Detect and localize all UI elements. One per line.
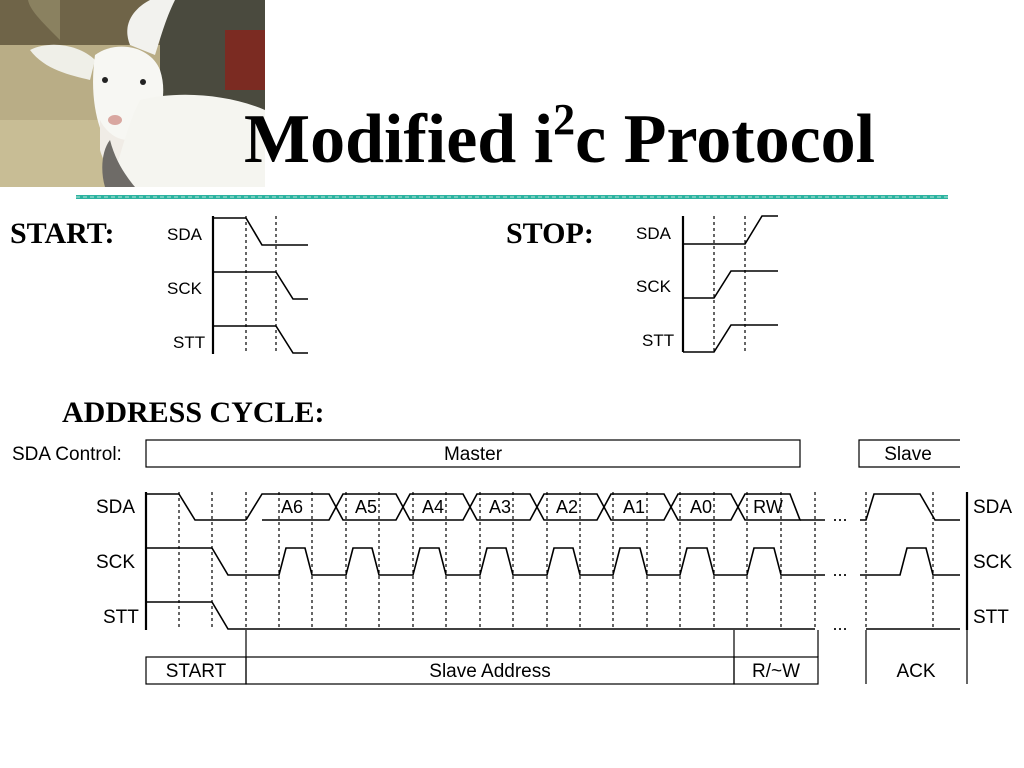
start-heading: START:: [10, 217, 115, 250]
ac-left-sda: SDA: [96, 497, 135, 518]
stop-diagram: STOP: SDA SCK STT: [506, 215, 778, 353]
ac-left-stt: STT: [103, 607, 139, 628]
slave-label: Slave: [884, 444, 932, 465]
slide-title: Modified i2c Protocol: [244, 95, 875, 178]
start-signal-sck: SCK: [167, 279, 203, 298]
stop-signal-sda: SDA: [636, 224, 672, 243]
stop-sck-wave: [683, 270, 778, 299]
bit-a1: A1: [623, 497, 645, 517]
goat-photo: [0, 0, 265, 187]
sda-control-label: SDA Control:: [12, 444, 122, 465]
bit-a4: A4: [422, 497, 444, 517]
start-signal-stt: STT: [173, 333, 205, 352]
ellipsis-sck: ...: [832, 560, 847, 580]
stop-signal-sck: SCK: [636, 277, 672, 296]
ellipsis-sda: ...: [832, 505, 847, 525]
master-label: Master: [444, 444, 503, 465]
phase-ack-label: ACK: [896, 661, 935, 682]
phase-rw-box: [733, 656, 819, 685]
start-diagram: START: SDA SCK STT: [10, 216, 308, 354]
ac-left-sck: SCK: [96, 552, 135, 573]
master-box: [145, 439, 801, 468]
address-cycle-diagram: SDA Control: Master Slave SDA SCK STT SD…: [12, 439, 1012, 685]
phase-start-label: START: [166, 661, 227, 682]
ac-right-stt: STT: [973, 607, 1009, 628]
ac-right-sda: SDA: [973, 497, 1012, 518]
ac-sda-bus: [245, 493, 825, 521]
stop-stt-wave: [683, 324, 778, 353]
stop-sda-wave: [683, 215, 778, 245]
ac-sck-ack-wave: [860, 547, 960, 576]
bit-rw: RW: [753, 497, 783, 517]
ac-right-sck: SCK: [973, 552, 1012, 573]
start-stt-wave: [213, 325, 308, 354]
bit-a3: A3: [489, 497, 511, 517]
ac-sck-wave: [146, 547, 825, 576]
address-cycle-heading: ADDRESS CYCLE:: [62, 396, 325, 429]
phase-boxes: START Slave Address R/~W ACK: [145, 630, 968, 685]
bit-a0: A0: [690, 497, 712, 517]
phase-rw-label: R/~W: [752, 661, 800, 682]
ellipsis-stt: ...: [832, 614, 847, 634]
start-sda-wave: [213, 217, 308, 246]
phase-address-label: Slave Address: [429, 661, 550, 682]
slave-box: [858, 439, 960, 468]
start-signal-sda: SDA: [167, 225, 203, 244]
ac-dash-guides: [178, 492, 934, 630]
stop-heading: STOP:: [506, 217, 594, 250]
bit-a6: A6: [281, 497, 303, 517]
bit-a5: A5: [355, 497, 377, 517]
ac-stt-wave: [146, 601, 815, 630]
ac-bit-labels: A6 A5 A4 A3 A2 A1 A0 RW: [281, 497, 783, 517]
ac-sda-ack-wave: [860, 493, 960, 521]
stop-signal-stt: STT: [642, 331, 674, 350]
bit-a2: A2: [556, 497, 578, 517]
ac-sda-start-wave: [146, 493, 246, 521]
start-sck-wave: [213, 271, 308, 300]
